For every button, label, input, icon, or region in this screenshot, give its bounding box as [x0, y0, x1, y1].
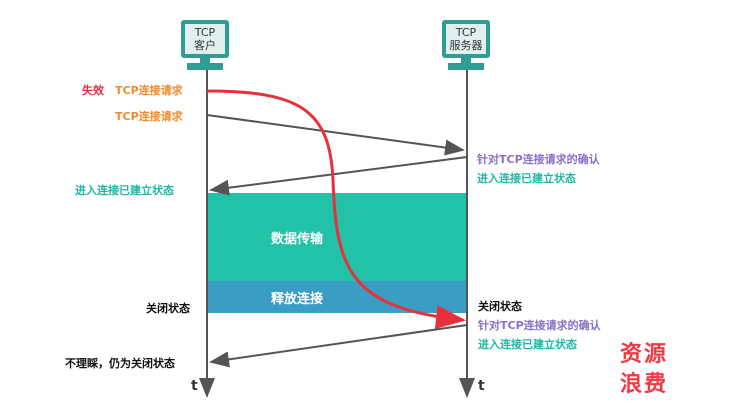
ack-2-label: 针对TCP连接请求的确认 [478, 319, 601, 332]
client-established-label: 进入连接已建立状态 [75, 184, 174, 197]
invalid-request-curve [206, 89, 466, 330]
ack-arrow [209, 156, 468, 196]
server-host-line1: TCP [455, 26, 477, 39]
server-closed-label: 关闭状态 [478, 300, 522, 313]
ack-1-label: 针对TCP连接请求的确认 [477, 153, 600, 166]
resource-waste-label: 资源 浪费 [620, 340, 668, 400]
client-host-line2: 客户 [194, 39, 216, 52]
ignored-ack-arrow [209, 324, 468, 368]
server-host-neck [461, 58, 471, 64]
server-host-icon: TCP 服务器 [442, 20, 490, 58]
resource-waste-line1: 资源 [620, 342, 669, 367]
client-host-base [187, 63, 223, 70]
client-host-line1: TCP [194, 26, 216, 39]
server-host-base [448, 63, 484, 70]
server-host-line2: 服务器 [449, 39, 483, 52]
client-time-label: t [191, 378, 198, 394]
client-closed-label: 关闭状态 [146, 302, 190, 315]
server-established-2-label: 进入连接已建立状态 [478, 338, 577, 351]
release-connection-label: 释放连接 [270, 291, 323, 307]
server-time-label: t [478, 378, 485, 394]
request-2-label: TCP连接请求 [115, 110, 183, 123]
ignore-label: 不理睬，仍为关闭状态 [65, 357, 175, 370]
client-host-icon: TCP 客户 [181, 20, 229, 58]
request-arrow [206, 114, 465, 156]
server-established-1-label: 进入连接已建立状态 [477, 172, 576, 185]
invalid-label: 失效 [82, 84, 104, 97]
request-1-label: TCP连接请求 [115, 84, 183, 97]
client-host-neck [200, 58, 210, 64]
release-connection-block: 释放连接 [207, 281, 467, 313]
data-transfer-label: 数据传输 [270, 231, 323, 247]
resource-waste-line2: 浪费 [620, 372, 669, 397]
